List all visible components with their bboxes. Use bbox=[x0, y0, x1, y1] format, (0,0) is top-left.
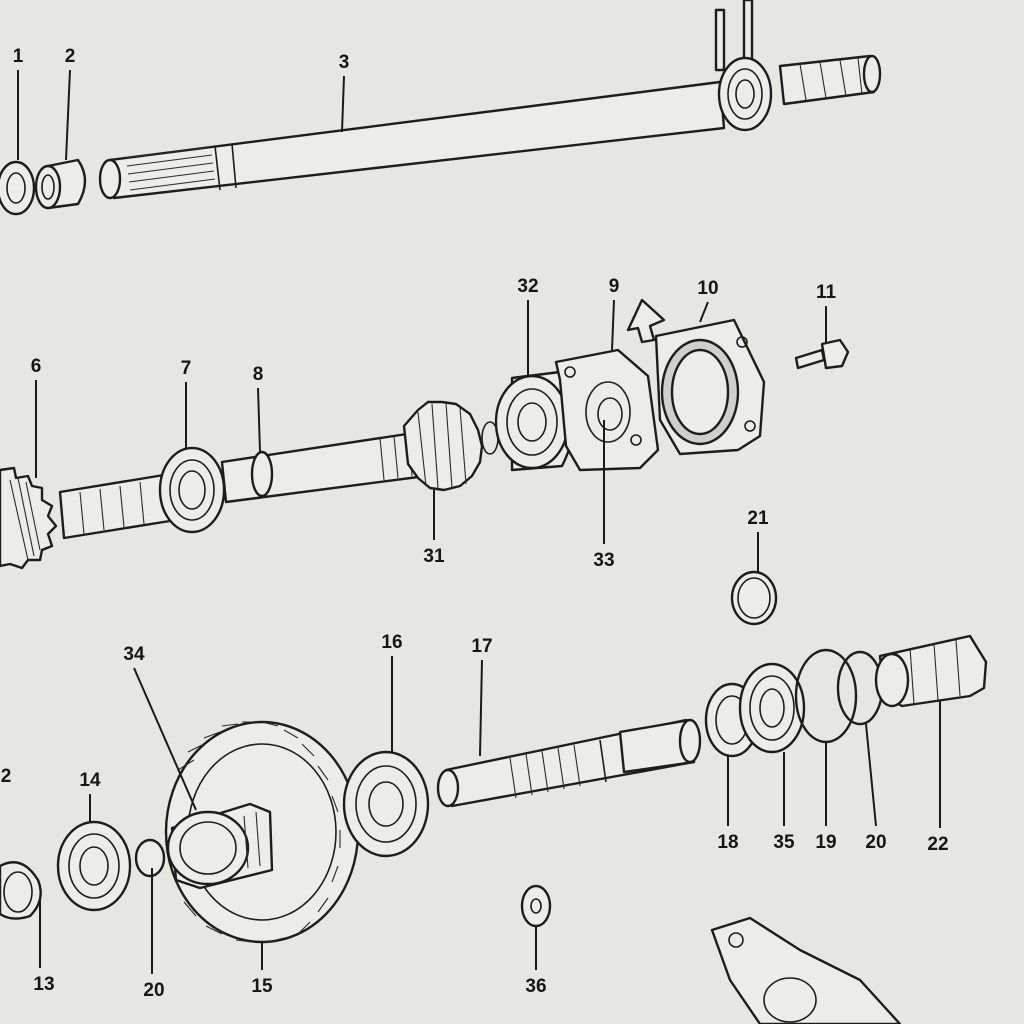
part-gear-31 bbox=[402, 400, 499, 492]
callout-c21: 21 bbox=[747, 508, 769, 529]
callout-c18: 18 bbox=[717, 832, 738, 853]
callout-c17: 17 bbox=[471, 636, 492, 657]
leader-line-c9 bbox=[611, 299, 615, 351]
callout-c11: 11 bbox=[816, 282, 837, 303]
callout-c2: 2 bbox=[65, 46, 76, 67]
callout-c35: 35 bbox=[773, 832, 795, 853]
part-washer-36 bbox=[520, 884, 552, 928]
leader-line-c3 bbox=[341, 75, 345, 133]
callout-c13: 13 bbox=[33, 974, 54, 995]
part-bearing-14 bbox=[56, 820, 132, 912]
callout-c31: 31 bbox=[423, 546, 445, 567]
part-output-shaft-17 bbox=[436, 718, 702, 808]
callout-c16: 16 bbox=[381, 632, 402, 653]
part-circlip-19 bbox=[794, 648, 858, 744]
part-counter-shaft bbox=[58, 430, 428, 540]
callout-c20a: 20 bbox=[143, 980, 164, 1001]
callout-c15: 15 bbox=[251, 976, 273, 997]
part-snap-ring-13 bbox=[0, 861, 42, 920]
part-bearing-top bbox=[714, 0, 773, 132]
callout-c32: 32 bbox=[517, 276, 538, 297]
part-gasket-bottom bbox=[710, 916, 902, 1024]
callout-c8: 8 bbox=[253, 364, 264, 385]
part-bushing-2 bbox=[34, 158, 87, 210]
part-flange-10 bbox=[626, 298, 766, 456]
leader-line-c8 bbox=[257, 387, 261, 453]
part-spacer-20-left bbox=[134, 838, 166, 878]
callout-c36: 36 bbox=[525, 976, 546, 997]
part-bolt-11 bbox=[794, 338, 850, 370]
callout-c22: 22 bbox=[927, 834, 948, 855]
callout-leaders bbox=[17, 69, 941, 974]
part-hub-34 bbox=[166, 802, 274, 890]
part-ring-8 bbox=[250, 450, 274, 498]
callout-c9: 9 bbox=[609, 276, 620, 297]
part-plate-9 bbox=[554, 348, 660, 472]
part-gear-6 bbox=[0, 466, 58, 570]
part-ring-21 bbox=[730, 570, 778, 626]
leader-line-c34 bbox=[133, 667, 197, 811]
leader-line-c2 bbox=[65, 69, 71, 161]
part-bearing-35 bbox=[738, 662, 806, 754]
part-circlip-20-right bbox=[836, 650, 884, 726]
callout-c12: 2 bbox=[1, 766, 12, 787]
part-ring-33 bbox=[597, 397, 623, 431]
callout-c1: 1 bbox=[13, 46, 24, 67]
callout-c20b: 20 bbox=[865, 832, 886, 853]
callout-c33: 33 bbox=[593, 550, 614, 571]
callout-c7: 7 bbox=[181, 358, 192, 379]
callout-c19: 19 bbox=[815, 832, 836, 853]
part-bearing-32 bbox=[494, 370, 576, 472]
leader-line-c17 bbox=[479, 659, 483, 757]
part-snap-ring-1 bbox=[0, 160, 36, 216]
part-bearing-16 bbox=[342, 750, 430, 858]
callout-c14: 14 bbox=[79, 770, 101, 791]
part-main-shaft-3 bbox=[98, 54, 882, 200]
part-bearing-7 bbox=[158, 446, 226, 534]
callout-c3: 3 bbox=[339, 52, 350, 73]
leader-line-c10 bbox=[699, 301, 709, 323]
callout-c34: 34 bbox=[123, 644, 145, 665]
callout-c10: 10 bbox=[697, 278, 718, 299]
leader-line-c20b bbox=[865, 723, 877, 827]
callout-c6: 6 bbox=[31, 356, 42, 377]
part-coupler-22 bbox=[874, 634, 988, 708]
